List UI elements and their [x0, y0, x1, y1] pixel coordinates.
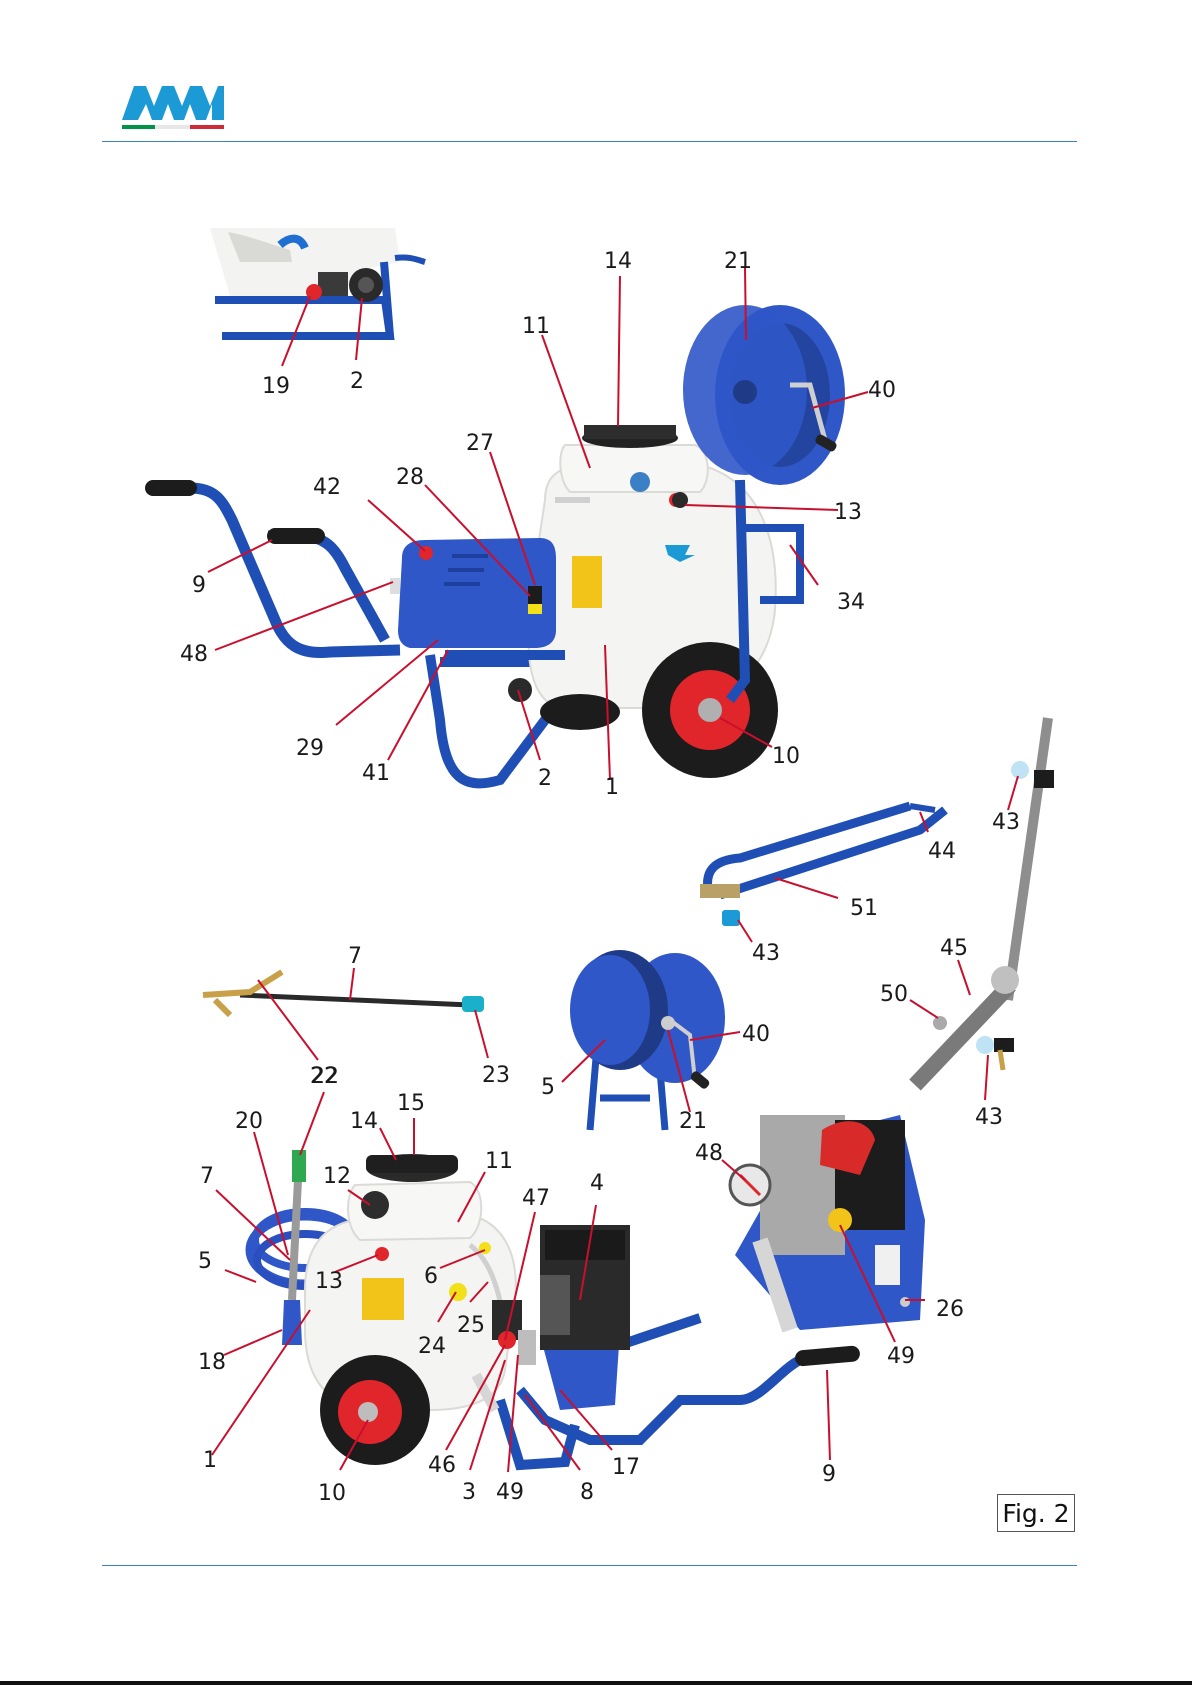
callout: 21: [679, 1109, 707, 1134]
callout: 9: [192, 573, 206, 598]
lance-illustration: [203, 972, 484, 1015]
top-cart-illustration: [145, 305, 845, 783]
callout: 20: [235, 1109, 263, 1134]
page-bottom-edge: [0, 1681, 1192, 1685]
callout: 49: [496, 1480, 524, 1505]
callout: 46: [428, 1453, 456, 1478]
callout: 15: [397, 1091, 425, 1116]
callout: 43: [992, 810, 1020, 835]
callout: 14: [350, 1109, 378, 1134]
callout: 29: [296, 736, 324, 761]
hose-reel-illustration: [570, 950, 725, 1130]
callout: 11: [522, 314, 550, 339]
callout: 27: [466, 431, 494, 456]
callout: 10: [318, 1481, 346, 1506]
boom-illustration: [700, 806, 945, 926]
callout: 12: [323, 1164, 351, 1189]
callout: 22: [311, 1064, 339, 1089]
callout: 25: [457, 1313, 485, 1338]
callout: 8: [580, 1480, 594, 1505]
callout: 43: [752, 941, 780, 966]
callout: 6: [424, 1264, 438, 1289]
callout: 13: [315, 1269, 343, 1294]
callout: 47: [522, 1186, 550, 1211]
callout: 9: [822, 1462, 836, 1487]
callout: 21: [724, 249, 752, 274]
callout: 49: [887, 1344, 915, 1369]
callout: 34: [837, 590, 865, 615]
callout: 4: [590, 1171, 604, 1196]
figure-caption: Fig. 2: [997, 1494, 1075, 1532]
callout: 45: [940, 936, 968, 961]
callout: 17: [612, 1455, 640, 1480]
callout: 7: [348, 944, 362, 969]
callout: 51: [850, 896, 878, 921]
callout: 43: [975, 1105, 1003, 1130]
callout: 24: [418, 1334, 446, 1359]
callout: 40: [742, 1022, 770, 1047]
callout: 48: [180, 642, 208, 667]
callout: 10: [772, 744, 800, 769]
callout: 13: [834, 500, 862, 525]
callout: 18: [198, 1350, 226, 1375]
callout: 23: [482, 1063, 510, 1088]
callout: 2: [350, 369, 364, 394]
callout: 50: [880, 982, 908, 1007]
callout: 1: [203, 1448, 217, 1473]
callout: 3: [462, 1480, 476, 1505]
callout: 2: [538, 766, 552, 791]
top-inset-illustration: [210, 228, 425, 336]
callout: 48: [695, 1141, 723, 1166]
callout: 41: [362, 761, 390, 786]
callout: 26: [936, 1297, 964, 1322]
callout: 7: [200, 1164, 214, 1189]
vertical-boom-illustration: [915, 718, 1054, 1085]
callout: 5: [198, 1249, 212, 1274]
callout: 28: [396, 465, 424, 490]
callout: 42: [313, 475, 341, 500]
callout: 1: [605, 775, 619, 800]
callout: 11: [485, 1149, 513, 1174]
callout: 5: [541, 1075, 555, 1100]
callout: 44: [928, 839, 956, 864]
pump-detail-illustration: [730, 1115, 925, 1330]
callout: 19: [262, 374, 290, 399]
callout: 40: [868, 378, 896, 403]
callout: 14: [604, 249, 632, 274]
